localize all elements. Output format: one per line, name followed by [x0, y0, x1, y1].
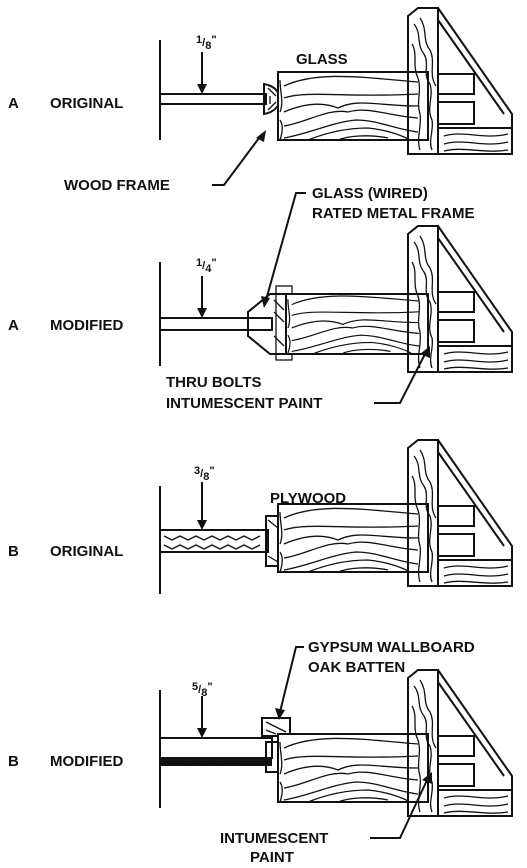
- panel-a-original: 1/8" A ORIGINAL GLASS WOOD FRAME: [8, 7, 513, 194]
- thickness-fraction: 1/4": [196, 257, 217, 275]
- panel-b-original: 3/8" B ORIGINAL PLYWOOD: [8, 439, 513, 594]
- intumescent-label: INTUMESCENT: [220, 830, 328, 847]
- plywood-label: PLYWOOD: [270, 490, 346, 507]
- thickness-fraction: 1/8": [196, 34, 217, 52]
- panel-a-modified: 1/4" A MODIFIED GLASS (WIRED) RATED META…: [8, 185, 513, 412]
- glass-pane: [159, 93, 267, 105]
- thickness-fraction: 5/8": [192, 681, 213, 699]
- wood-frame-label: WOOD FRAME: [64, 177, 170, 194]
- stile: [285, 293, 429, 355]
- panel-letter: A: [8, 317, 19, 334]
- panel-b-modified: 5/8" B MODIFIED GYPSUM WALLBOARD OAK BAT…: [8, 639, 513, 866]
- intumescent-paint-label: INTUMESCENT PAINT: [166, 395, 322, 412]
- thickness-fraction: 3/8": [194, 465, 215, 483]
- panel-letter: B: [8, 753, 19, 770]
- rated-metal-frame-label: RATED METAL FRAME: [312, 205, 475, 222]
- gypsum-wallboard-label: GYPSUM WALLBOARD: [308, 639, 475, 656]
- panel-state: ORIGINAL: [50, 95, 123, 112]
- wired-glass-pane: [159, 317, 273, 331]
- oak-batten-label: OAK BATTEN: [308, 659, 405, 676]
- paint-label: PAINT: [250, 849, 294, 866]
- gypsum-wallboard: [159, 737, 273, 759]
- panel-state: ORIGINAL: [50, 543, 123, 560]
- panel-letter: A: [8, 95, 19, 112]
- panel-state: MODIFIED: [50, 317, 123, 334]
- wired-glass-label: GLASS (WIRED): [312, 185, 428, 202]
- glass-label: GLASS: [296, 51, 348, 68]
- thru-bolts-label: THRU BOLTS: [166, 374, 262, 391]
- panel-letter: B: [8, 543, 19, 560]
- panel-state: MODIFIED: [50, 753, 123, 770]
